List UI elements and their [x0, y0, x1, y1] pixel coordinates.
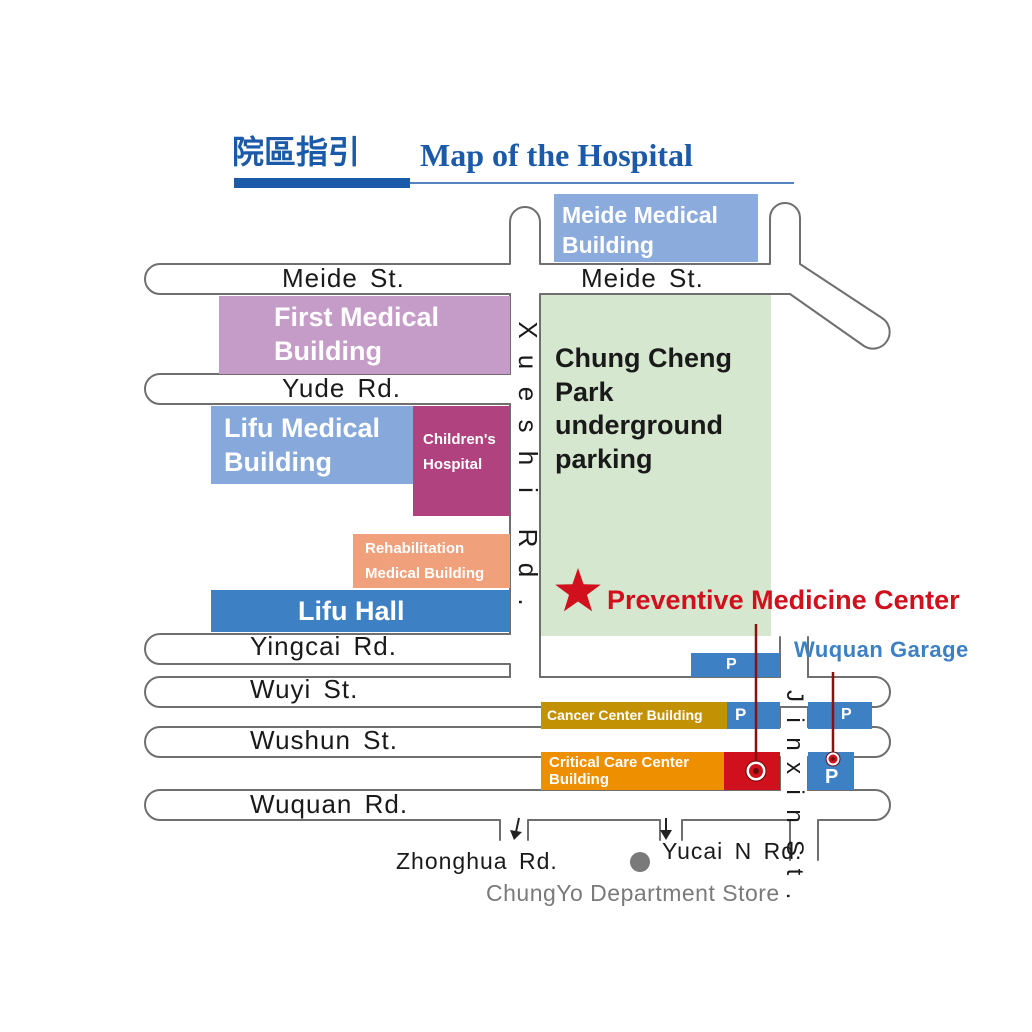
xueshi-char-dot: . — [513, 598, 543, 606]
lifu-building-block — [211, 406, 413, 484]
road-outlines — [144, 202, 891, 861]
first-building-block — [219, 296, 510, 374]
childrens-hospital-label: Children's Hospital — [423, 431, 496, 473]
parking-block-right — [808, 702, 872, 729]
title-chinese: 院區指引 — [232, 133, 361, 171]
yucai-n-rd-label: Yucai N Rd. — [662, 838, 803, 864]
lifu-hall-block — [211, 590, 510, 632]
lifu-building-label: Lifu Medical Building — [224, 413, 381, 477]
zhonghua-rd-label: Zhonghua Rd. — [396, 848, 558, 874]
wuquan-garage-label: Wuquan Garage — [794, 637, 969, 662]
title-english: Map of the Hospital — [420, 137, 693, 173]
jinxin-st-label: J i n x i n S t . — [779, 684, 809, 908]
star-icon — [555, 568, 601, 612]
department-store-dot-icon — [630, 852, 650, 872]
xueshi-char-u: u — [513, 354, 543, 370]
rehab-building-label: Rehabilitation Medical Building — [365, 540, 485, 582]
critical-care-label: Critical Care Center Building — [549, 754, 690, 788]
cancer-center-label: Cancer Center Building — [547, 707, 703, 723]
wuyi-st-label: Wuyi St. — [250, 674, 359, 704]
cancer-center-block — [541, 702, 727, 729]
yingcai-rd-label: Yingcai Rd. — [250, 631, 397, 661]
first-building-label: First Medical Building — [274, 302, 440, 366]
parking-label-right: P — [841, 706, 852, 723]
preventive-medicine-center-label: Preventive Medicine Center — [607, 585, 960, 615]
meide-st-label-right: Meide St. — [581, 263, 704, 293]
arrow-icon-yucai — [660, 818, 672, 840]
department-store-label: ChungYo Department Store — [486, 880, 780, 906]
title-underline-bar — [234, 178, 410, 188]
xueshi-char-d: d — [513, 562, 543, 578]
xueshi-char-r: R — [513, 528, 543, 548]
garage-pin-icon — [825, 751, 841, 767]
park-label: Chung Cheng Park underground parking — [555, 343, 732, 474]
xueshi-char-s: s — [513, 419, 543, 433]
xueshi-char-i: i — [513, 487, 543, 493]
jinxin-char-n2: n — [781, 809, 808, 823]
meide-building-block — [554, 194, 758, 262]
jinxin-char-dot: . — [781, 892, 808, 900]
arrow-icon-zhonghua — [510, 817, 522, 840]
location-pin-icon — [745, 760, 767, 782]
cancer-parking-block — [727, 702, 780, 729]
xueshi-char-x: X — [513, 321, 543, 339]
critical-care-block — [541, 752, 724, 790]
xueshi-char-h: h — [513, 450, 543, 466]
xueshi-rd-label: X u e s h i R d . — [513, 314, 543, 618]
meide-building-label: Meide Medical Building — [562, 202, 718, 258]
childrens-hospital-block — [413, 406, 510, 516]
wuquan-rd-label: Wuquan Rd. — [250, 789, 409, 819]
meide-st-label-left: Meide St. — [282, 263, 405, 293]
rehab-building-block — [353, 534, 510, 588]
parking-block-top — [691, 653, 780, 677]
xueshi-char-e: e — [513, 386, 543, 402]
parking-label-cancer: P — [735, 705, 747, 724]
lifu-hall-label: Lifu Hall — [298, 596, 405, 626]
wushun-st-label: Wushun St. — [250, 725, 398, 755]
parking-label-top: P — [726, 656, 737, 673]
yude-rd-label: Yude Rd. — [282, 373, 401, 403]
parking-label-garage: P — [825, 766, 839, 788]
